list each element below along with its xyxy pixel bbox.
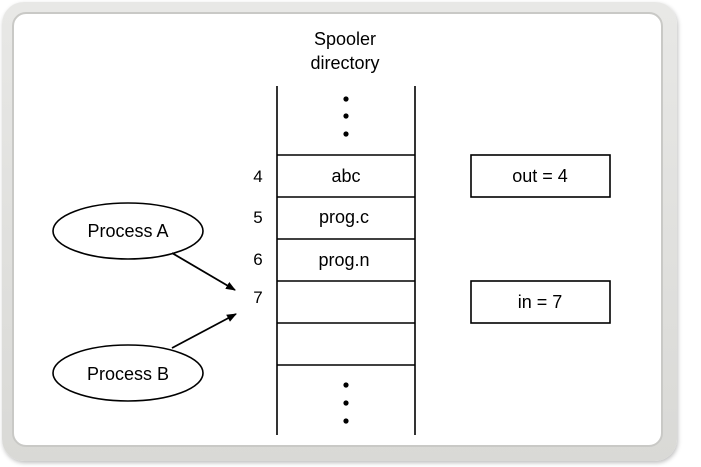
out-variable-box [470, 154, 611, 198]
slot-index-7: 7 [253, 288, 262, 307]
spooler-title: Spooler [314, 29, 376, 49]
in-variable-box [470, 280, 611, 324]
process-a-node [52, 202, 204, 260]
process-b-label: Process B [87, 364, 169, 384]
top-ellipsis [343, 96, 349, 137]
slot-index-6: 6 [253, 250, 262, 269]
process-b-arrow [171, 313, 237, 349]
slot-index-5: 5 [253, 208, 262, 227]
slot-index-4: 4 [253, 167, 262, 186]
process-a-label: Process A [87, 221, 168, 241]
spooler-subtitle: directory [310, 53, 379, 73]
bottom-ellipsis [343, 382, 349, 424]
in-variable-label: in = 7 [518, 292, 563, 312]
process-a-arrow [171, 252, 236, 291]
slot-content-4: abc [331, 166, 360, 186]
slot-content-6: prog.n [318, 250, 369, 270]
slot-separators [277, 154, 415, 366]
process-b-node [52, 344, 204, 402]
slot-content-5: prog.c [319, 207, 369, 227]
out-variable-label: out = 4 [512, 166, 568, 186]
